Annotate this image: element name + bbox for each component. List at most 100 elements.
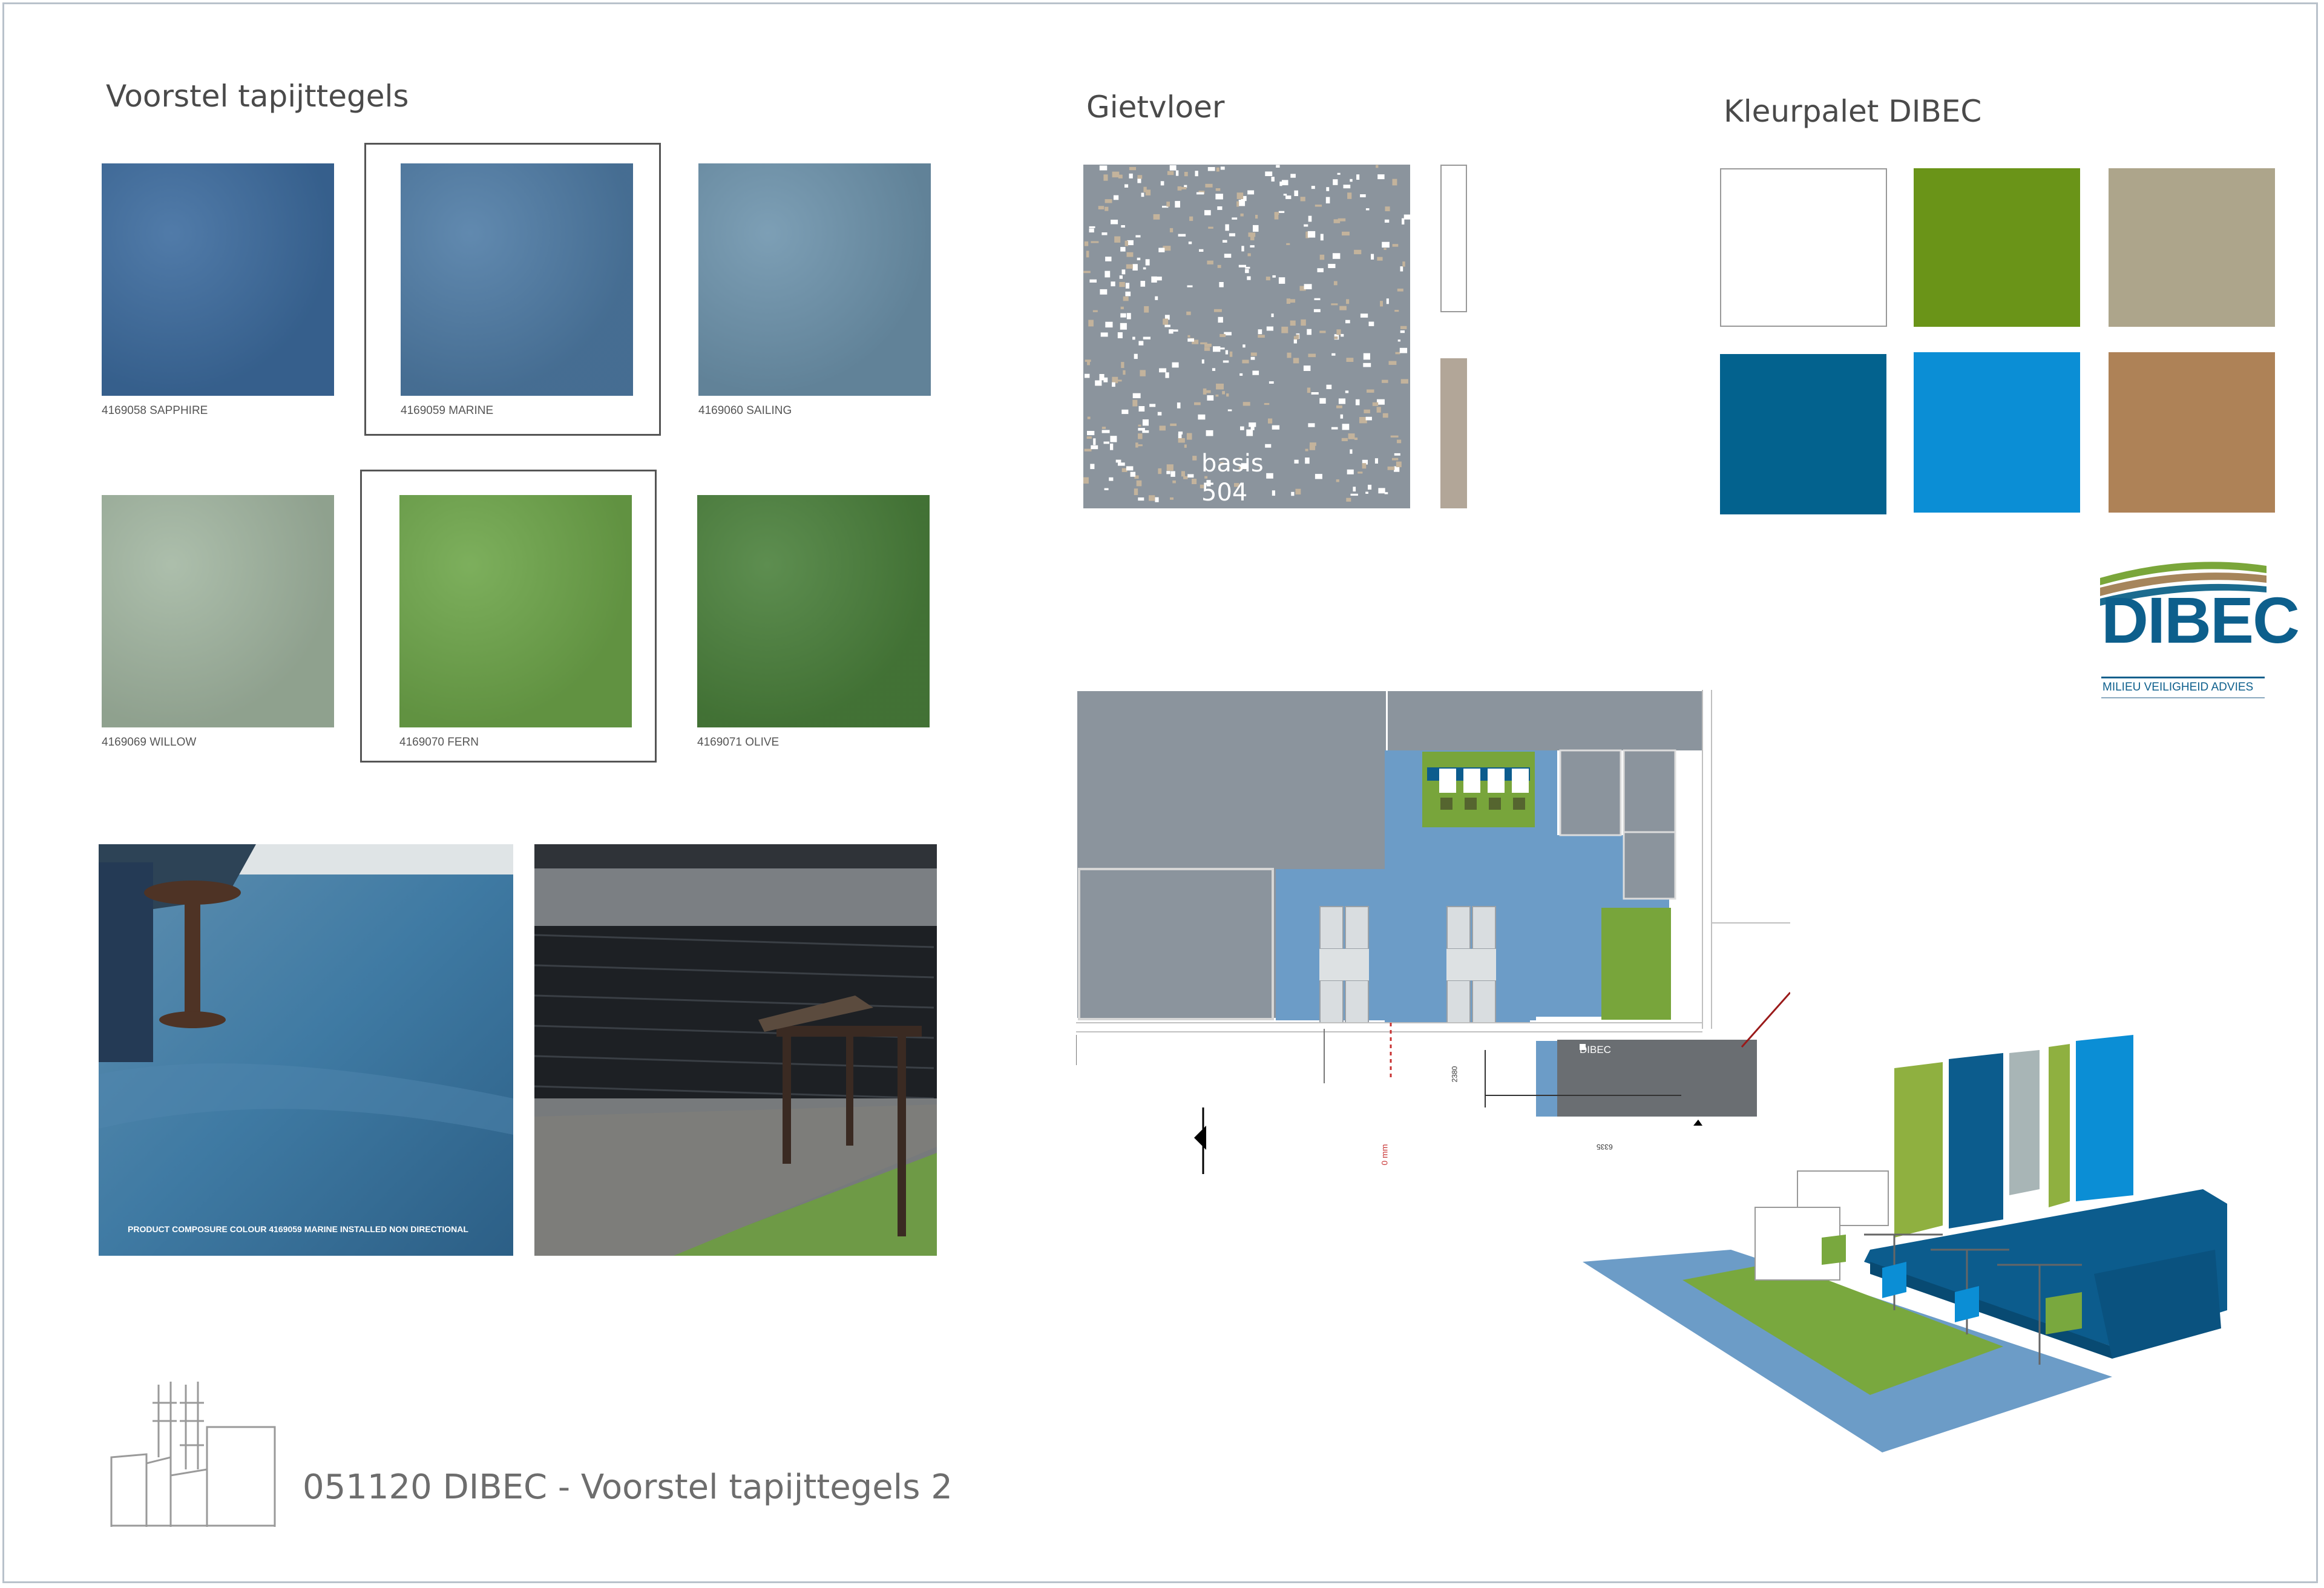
- speckle: [1225, 224, 1229, 231]
- speckle: [1186, 311, 1191, 315]
- speckle: [1103, 441, 1109, 444]
- speckle: [1113, 195, 1119, 200]
- speckle: [1362, 459, 1368, 465]
- speckle: [1149, 404, 1156, 407]
- palette-swatch: [1914, 352, 2080, 513]
- speckle: [1384, 248, 1387, 250]
- speckle: [1187, 285, 1193, 287]
- speckle: [1123, 296, 1129, 301]
- speckle: [1170, 471, 1175, 477]
- speckle: [1088, 320, 1094, 327]
- speckle: [1285, 195, 1292, 199]
- speckle: [1347, 469, 1354, 474]
- speckle: [1247, 276, 1251, 280]
- speckle: [1293, 358, 1299, 364]
- speckle: [1114, 236, 1121, 243]
- speckle: [1268, 418, 1273, 424]
- carpet-heading: Voorstel tapijttegels: [106, 79, 409, 114]
- speckle: [1272, 490, 1275, 496]
- poured-floor-strip-white: [1440, 165, 1467, 312]
- speckle: [1187, 335, 1190, 338]
- speckle: [1265, 277, 1270, 281]
- speckle: [1203, 388, 1207, 395]
- speckle: [1189, 216, 1193, 221]
- carpet-tile: [401, 163, 633, 396]
- photo-caption: PRODUCT COMPOSURE COLOUR 4169059 MARINE …: [128, 1224, 468, 1234]
- speckle: [1169, 165, 1177, 171]
- palette-swatch: [2109, 168, 2275, 327]
- speckle: [1336, 479, 1339, 482]
- speckle: [1240, 426, 1244, 430]
- speckle: [1129, 166, 1137, 171]
- speckle: [1239, 373, 1243, 376]
- speckle: [1119, 281, 1125, 287]
- speckle: [1173, 329, 1178, 332]
- speckle: [1365, 208, 1370, 211]
- floorplan-dim-1: 2380: [1450, 1066, 1459, 1083]
- speckle: [1137, 257, 1141, 260]
- speckle: [1354, 438, 1358, 440]
- speckle: [1395, 352, 1400, 355]
- speckle: [1087, 431, 1095, 436]
- speckle: [1104, 488, 1109, 490]
- speckle: [1376, 165, 1379, 168]
- speckle: [1157, 412, 1162, 416]
- speckle: [1242, 359, 1249, 364]
- speckle: [1090, 464, 1095, 470]
- speckle: [1166, 471, 1170, 474]
- floorplan-dim-2: 0 mm: [1379, 1144, 1390, 1166]
- speckle: [1165, 372, 1169, 378]
- speckle: [1353, 487, 1356, 492]
- speckle: [1138, 407, 1144, 412]
- palette-heading: Kleurpalet DIBEC: [1724, 94, 1982, 129]
- speckle: [1138, 497, 1144, 501]
- speckle: [1281, 180, 1288, 186]
- speckle: [1334, 336, 1338, 340]
- carpet-tile: [697, 495, 930, 727]
- speckle: [1331, 427, 1338, 430]
- speckle: [1205, 183, 1213, 188]
- speckle: [1167, 171, 1174, 176]
- speckle: [1184, 444, 1187, 448]
- poured-floor-label: basis 504: [1201, 450, 1264, 507]
- speckle: [1091, 445, 1098, 450]
- speckle: [1326, 187, 1330, 191]
- speckle: [1083, 271, 1091, 274]
- speckle: [1311, 392, 1319, 395]
- speckle: [1192, 479, 1197, 484]
- speckle: [1125, 283, 1130, 289]
- speckle: [1135, 235, 1141, 238]
- speckle: [1392, 244, 1399, 247]
- speckle: [1086, 436, 1092, 439]
- speckle: [1367, 389, 1374, 393]
- speckle: [1101, 430, 1110, 433]
- speckle: [1286, 243, 1290, 245]
- speckle: [1250, 352, 1257, 356]
- speckle: [1364, 409, 1370, 413]
- palette-swatch: [1720, 354, 1886, 514]
- speckle: [1258, 335, 1265, 338]
- speckle: [1304, 284, 1312, 289]
- speckle: [1341, 438, 1348, 441]
- speckle: [1092, 310, 1098, 312]
- speckle: [1247, 190, 1255, 195]
- speckle: [1120, 247, 1126, 252]
- speckle: [1374, 458, 1378, 464]
- speckle: [1141, 192, 1144, 197]
- speckle: [1357, 471, 1363, 474]
- speckle: [1339, 306, 1347, 310]
- speckle: [1368, 485, 1372, 490]
- speckle: [1229, 351, 1233, 357]
- speckle: [1325, 197, 1330, 204]
- speckle: [1216, 383, 1224, 390]
- speckle: [1236, 201, 1239, 207]
- speckle: [1180, 187, 1187, 189]
- speckle: [1362, 463, 1367, 469]
- speckle: [1320, 234, 1324, 241]
- speckle: [1223, 240, 1227, 243]
- speckle: [1195, 171, 1198, 177]
- poured-floor-heading: Gietvloer: [1086, 90, 1225, 125]
- speckle: [1132, 399, 1138, 407]
- speckle: [1307, 231, 1316, 238]
- speckle: [1123, 370, 1126, 375]
